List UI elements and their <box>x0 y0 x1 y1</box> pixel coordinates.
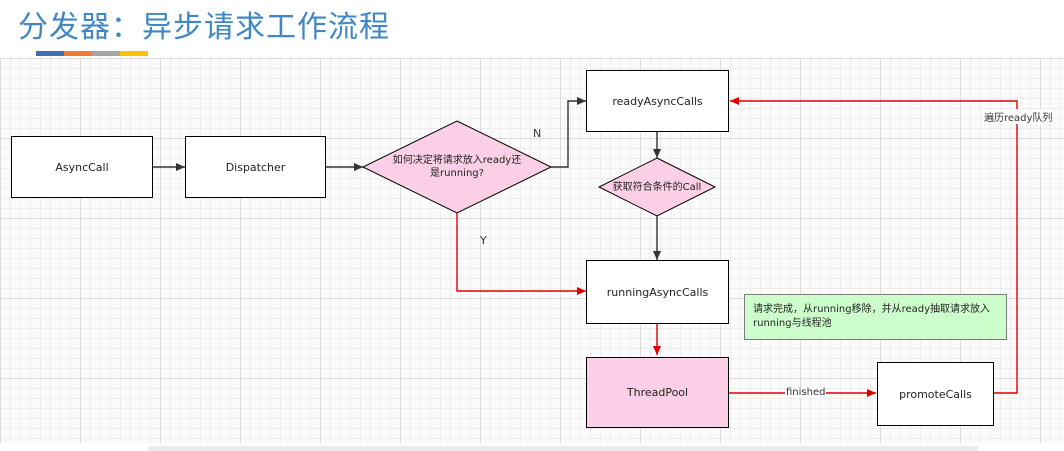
edge-decision-running <box>456 213 586 295</box>
node-promote-calls: promoteCalls <box>877 362 994 426</box>
title-accent-bar <box>36 51 148 56</box>
edge-label-traverse-ready: 遍历ready队列 <box>983 109 1054 124</box>
node-decision-label: 如何决定将请求放入ready还是running? <box>392 155 522 179</box>
accent-gray <box>92 51 120 56</box>
accent-blue <box>36 51 64 56</box>
bottom-divider <box>148 446 978 451</box>
edge-label-finished: finished <box>785 387 827 398</box>
node-asynccall: AsyncCall <box>11 136 153 198</box>
note-request-complete: 请求完成，从running移除，并从ready抽取请求放入running与线程池 <box>744 294 1007 340</box>
node-fetch-call-label: 获取符合条件的Call <box>612 182 702 193</box>
node-dispatcher: Dispatcher <box>185 136 326 198</box>
edge-label-no: N <box>533 127 542 140</box>
node-running-async-calls: runningAsyncCalls <box>586 260 729 324</box>
accent-orange <box>64 51 92 56</box>
node-thread-pool: ThreadPool <box>586 357 729 428</box>
edge-decision-ready <box>551 97 586 168</box>
page-title: 分发器：异步请求工作流程 <box>18 10 390 45</box>
node-ready-async-calls: readyAsyncCalls <box>586 70 729 132</box>
edge-promote-ready <box>730 97 1018 394</box>
accent-yellow <box>120 51 148 56</box>
edge-label-yes: Y <box>480 234 487 247</box>
